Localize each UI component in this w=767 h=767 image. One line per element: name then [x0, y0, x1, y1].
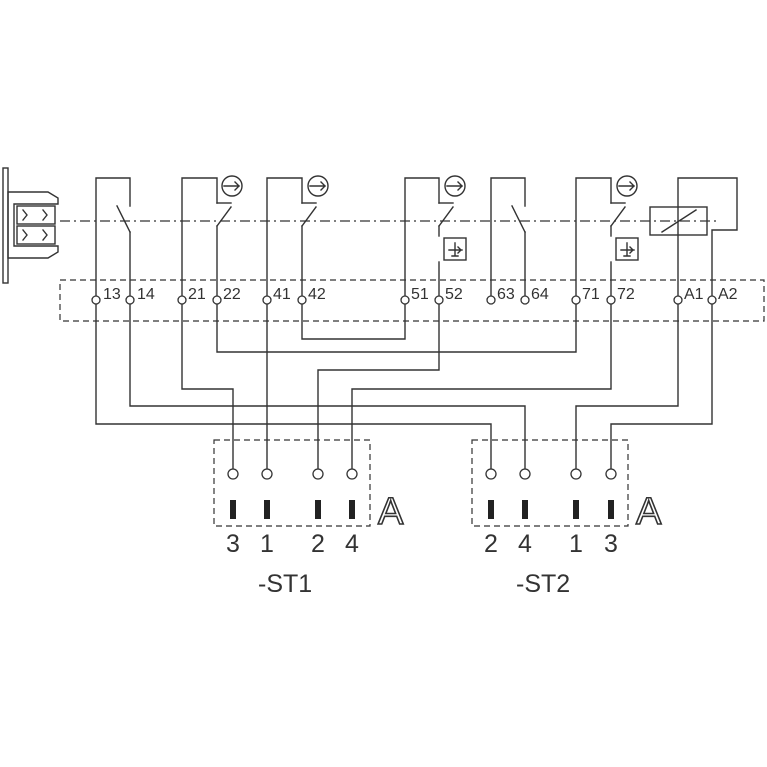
connector-st1: 3 1 2 4 A -ST1: [213, 439, 405, 598]
rotation-icon-51-52: [444, 175, 466, 197]
terminal-label: 64: [531, 286, 549, 303]
terminal-label: 14: [137, 286, 155, 303]
contacts: [95, 177, 738, 298]
pin-label: 4: [345, 530, 359, 558]
rotation-icon-71-72: [616, 175, 638, 197]
terminal-label: 13: [103, 286, 121, 303]
rotation-icon-21-22: [221, 175, 243, 197]
terminal-label: A2: [718, 286, 738, 303]
connector-mark: A: [378, 491, 404, 533]
terminal-label: 22: [223, 286, 241, 303]
terminal-label: A1: [684, 286, 704, 303]
lock-monitor-icon-51-52: [443, 237, 467, 261]
connector-st2: 2 4 1 3 A -ST2: [471, 439, 663, 598]
rotation-icon-41-42: [307, 175, 329, 197]
terminal-label: 71: [582, 286, 600, 303]
position-monitor-icons: [221, 175, 639, 261]
terminal-labels: 13 14 21 22 41 42 51 52 63 64 71 72 A1 A…: [103, 286, 738, 303]
terminal-label: 41: [273, 286, 291, 303]
pin-label: 1: [260, 530, 274, 558]
pin-label: 3: [226, 530, 240, 558]
terminal-label: 42: [308, 286, 326, 303]
connector-name: -ST1: [258, 570, 312, 598]
pin-label: 4: [518, 530, 532, 558]
connector-name: -ST2: [516, 570, 570, 598]
pin-label: 3: [604, 530, 618, 558]
internal-wiring: [95, 296, 713, 471]
terminal-label: 52: [445, 286, 463, 303]
terminal-label: 72: [617, 286, 635, 303]
terminal-label: 21: [188, 286, 206, 303]
connector-mark: A: [636, 491, 662, 533]
terminal-strip-box: [59, 279, 765, 322]
pin-label: 1: [569, 530, 583, 558]
pin-label: 2: [484, 530, 498, 558]
pin-label: 2: [311, 530, 325, 558]
lock-monitor-icon-71-72: [615, 237, 639, 261]
terminal-label: 63: [497, 286, 515, 303]
actuator-icon: [2, 167, 59, 284]
terminal-label: 51: [411, 286, 429, 303]
terminal-nodes: [91, 295, 717, 305]
